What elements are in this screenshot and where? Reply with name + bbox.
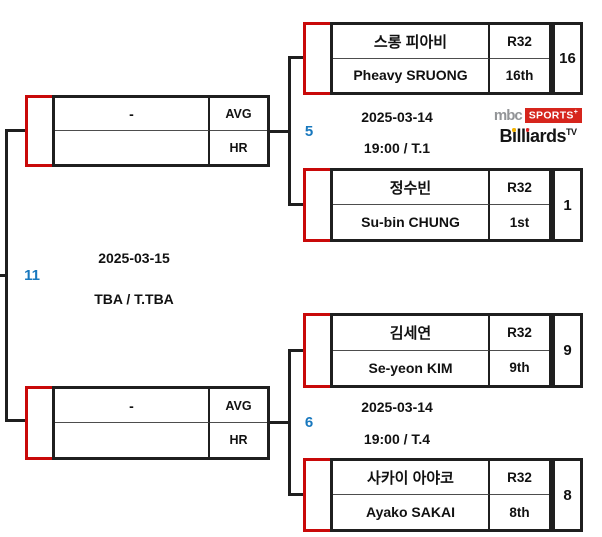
slot-top-hr-label: HR [229, 140, 248, 155]
billiards-tv-logo: BilliardsTV [480, 126, 596, 147]
billiards-letter: B [499, 126, 512, 146]
billiards-i-yellow-dot: i [511, 126, 517, 146]
mbc-sports-logo: mbc SPORTS+ [480, 107, 596, 124]
player-sakai-box: 사카이 아야코 R32 Ayako SAKAI 8th [330, 458, 552, 532]
match6-time: 19:00 / T.4 [363, 431, 431, 447]
mbc-sports-billiards-logo: mbc SPORTS+ BilliardsTV [480, 107, 596, 147]
match5-connector-top [290, 56, 303, 59]
player-sakai-name-en: Ayako SAKAI [333, 495, 490, 529]
player-sruong-name-kr: 스롱 피아비 [333, 25, 490, 59]
slot-bottom-value: - [55, 389, 210, 423]
slot-bottom-box: - AVG HR [52, 386, 270, 460]
match6-number: 6 [304, 414, 314, 431]
match5-date: 2025-03-14 [361, 109, 433, 125]
player-kim-box: 김세연 R32 Se-yeon KIM 9th [330, 313, 552, 388]
match6-connector-vertical [288, 349, 291, 496]
player-sakai-round: R32 [490, 461, 549, 495]
billiards-i-red-dot: i [525, 126, 530, 146]
player-sruong-round: R32 [490, 25, 549, 59]
match6-connector-left [270, 421, 289, 424]
player-chung-name-kr: 정수빈 [333, 171, 490, 205]
slot-bottom-hr-label: HR [229, 433, 248, 447]
player-chung-name-en: Su-bin CHUNG [333, 205, 490, 239]
player-sruong-name-en: Pheavy SRUONG [333, 58, 490, 92]
match5-connector-bottom [290, 203, 303, 206]
match11-time: TBA / T.TBA [94, 291, 174, 307]
player-kim-red-clip [303, 313, 330, 388]
player-sruong-red-clip [303, 22, 330, 95]
player-kim-name-en: Se-yeon KIM [333, 350, 490, 385]
mbc-logo-text: mbc [493, 107, 523, 124]
player-sruong-box: 스롱 피아비 R32 Pheavy SRUONG 16th [330, 22, 552, 95]
slot-top-box: - AVG HR [52, 95, 270, 167]
match11-connector-left [0, 274, 6, 277]
player-sakai-name-kr: 사카이 아야코 [333, 461, 490, 495]
billiards-letters: ll [516, 126, 526, 146]
player-chung-round: R32 [490, 171, 549, 205]
slot-bottom-avg-label: AVG [210, 389, 267, 423]
player-chung-seed: 1 [552, 168, 583, 242]
slot-top-avg-label: AVG [210, 98, 267, 131]
match6-connector-bottom [290, 493, 303, 496]
player-chung-rank: 1st [509, 214, 530, 230]
billiards-letters-end: ards [530, 126, 567, 146]
match11-date: 2025-03-15 [98, 250, 170, 266]
player-chung-box: 정수빈 R32 Su-bin CHUNG 1st [330, 168, 552, 242]
player-sakai-red-clip [303, 458, 330, 532]
slot-top-hr-value [55, 131, 210, 164]
player-sakai-rank: 8th [509, 504, 530, 520]
match5-connector-vertical [288, 56, 291, 206]
match6-connector-top [290, 349, 303, 352]
slot-bottom-hr-value [55, 423, 210, 457]
player-kim-round: R32 [490, 316, 549, 351]
match5-time: 19:00 / T.1 [363, 140, 431, 156]
player-kim-rank: 9th [509, 360, 530, 376]
match5-number: 5 [304, 123, 314, 140]
slot-top-value: - [55, 98, 210, 131]
match11-connector-top [7, 129, 25, 132]
sports-logo-badge: SPORTS+ [524, 107, 583, 124]
billiards-tv-superscript: TV [566, 127, 577, 137]
player-kim-name-kr: 김세연 [333, 316, 490, 351]
player-kim-seed: 9 [552, 313, 583, 388]
player-sruong-seed: 16 [552, 22, 583, 95]
player-sruong-rank: 16th [505, 67, 534, 83]
player-sakai-seed: 8 [552, 458, 583, 532]
slot-top-red-clip [25, 95, 53, 167]
match11-connector-vertical [5, 129, 8, 422]
player-chung-red-clip [303, 168, 330, 242]
match6-date: 2025-03-14 [361, 399, 433, 415]
slot-bottom-red-clip [25, 386, 53, 460]
sports-logo-text: SPORTS [528, 109, 574, 122]
match11-number: 11 [24, 267, 40, 284]
match11-connector-bottom [7, 419, 25, 422]
match5-connector-left [270, 130, 289, 133]
sports-logo-plus: + [573, 108, 579, 116]
